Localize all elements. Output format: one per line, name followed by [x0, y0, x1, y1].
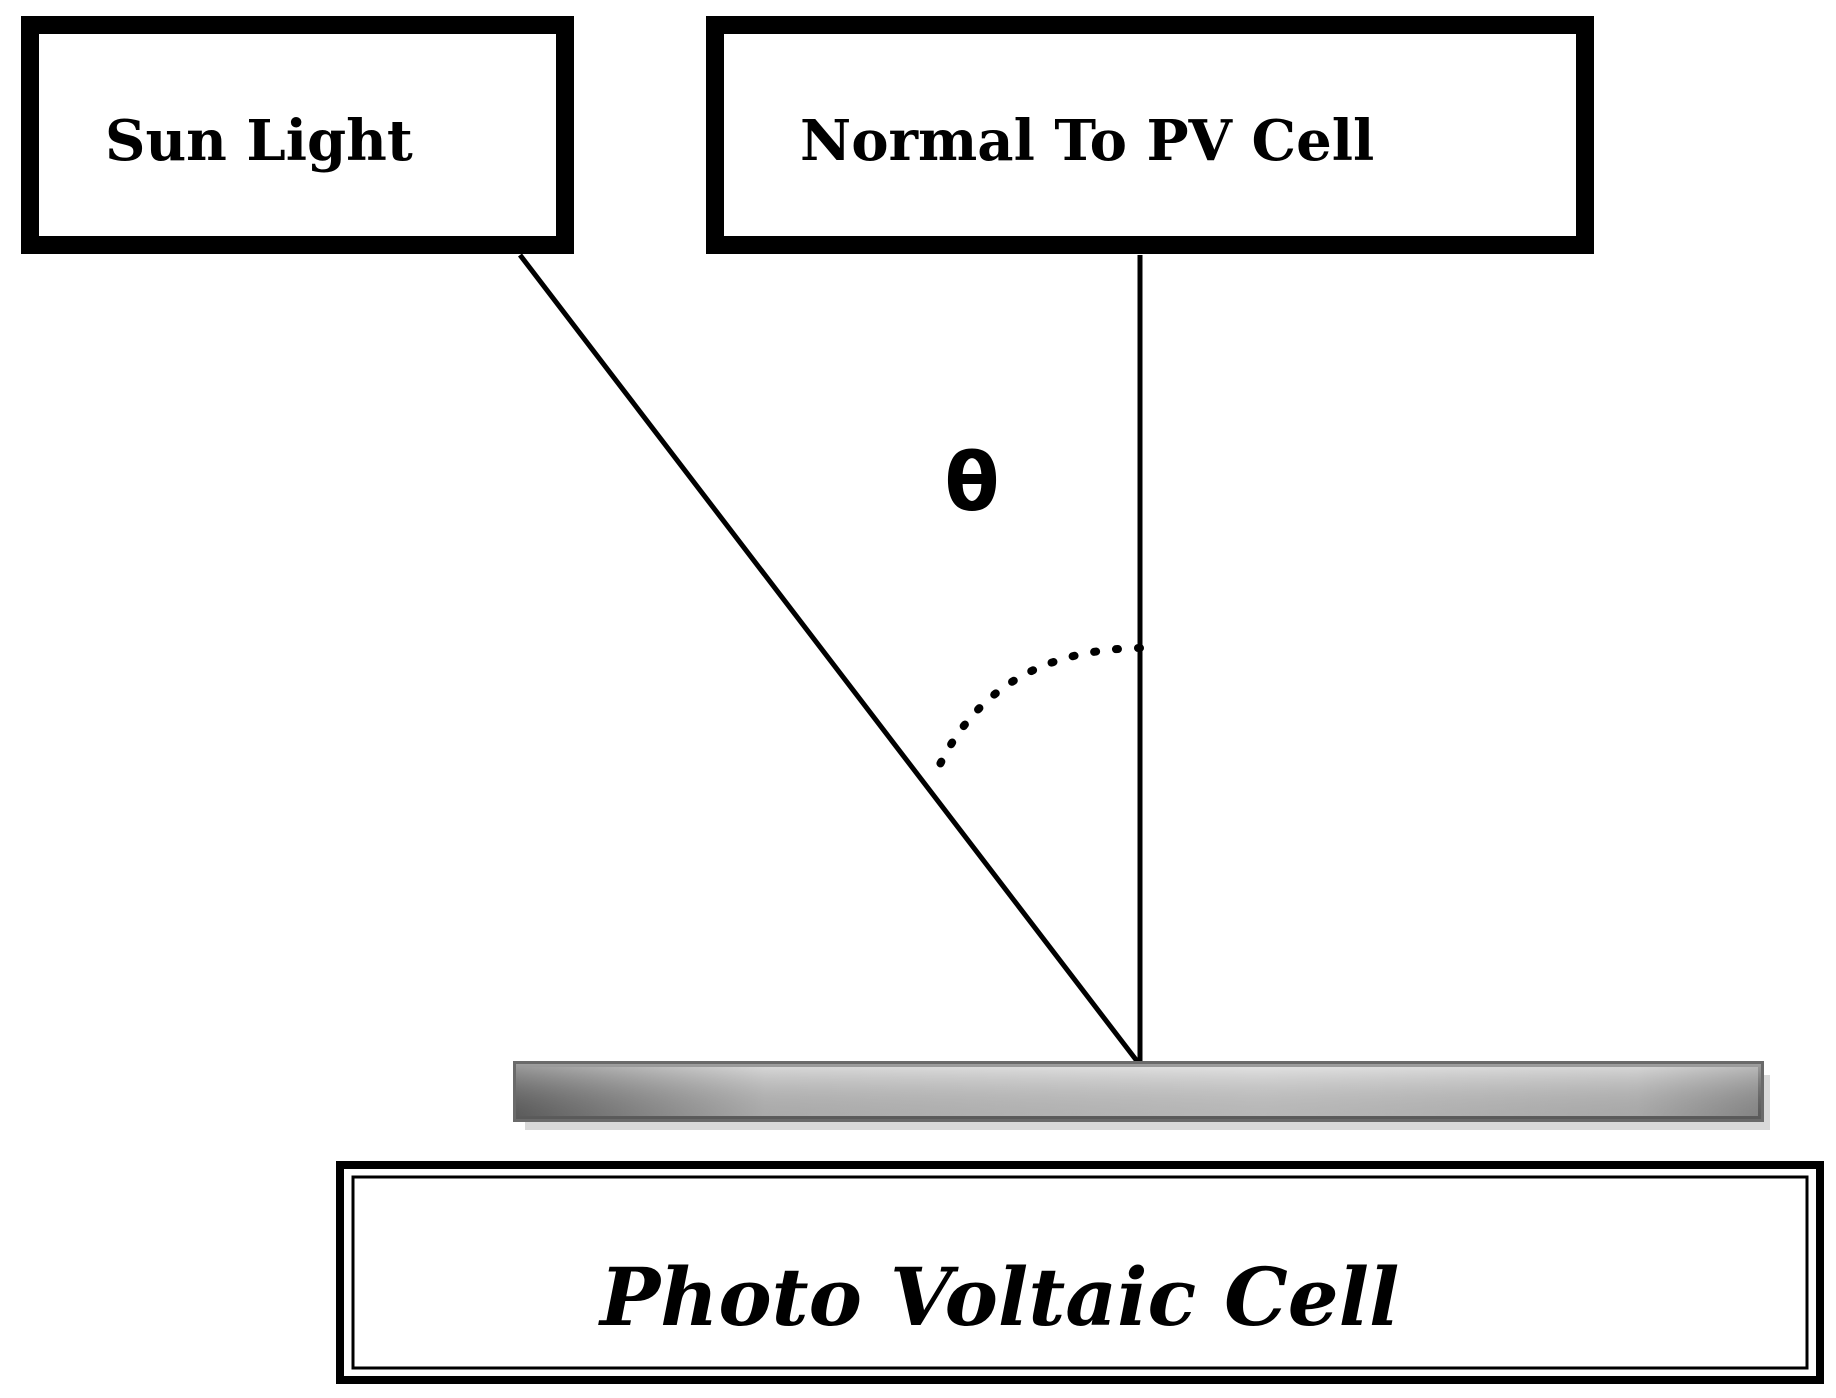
pv-panel — [513, 1061, 1770, 1130]
sun-light-ray — [518, 253, 1142, 1067]
angle-arc — [931, 644, 1144, 779]
normal-box: Normal To PV Cell — [706, 16, 1594, 254]
photo-voltaic-cell-box: Photo Voltaic Cell — [336, 1161, 1824, 1384]
angle-theta-label: θ — [945, 436, 1000, 529]
sun-light-box: Sun Light — [21, 16, 574, 254]
photo-voltaic-cell-label: Photo Voltaic Cell — [598, 1250, 1399, 1344]
normal-label: Normal To PV Cell — [800, 108, 1374, 174]
sun-light-label: Sun Light — [105, 108, 413, 174]
